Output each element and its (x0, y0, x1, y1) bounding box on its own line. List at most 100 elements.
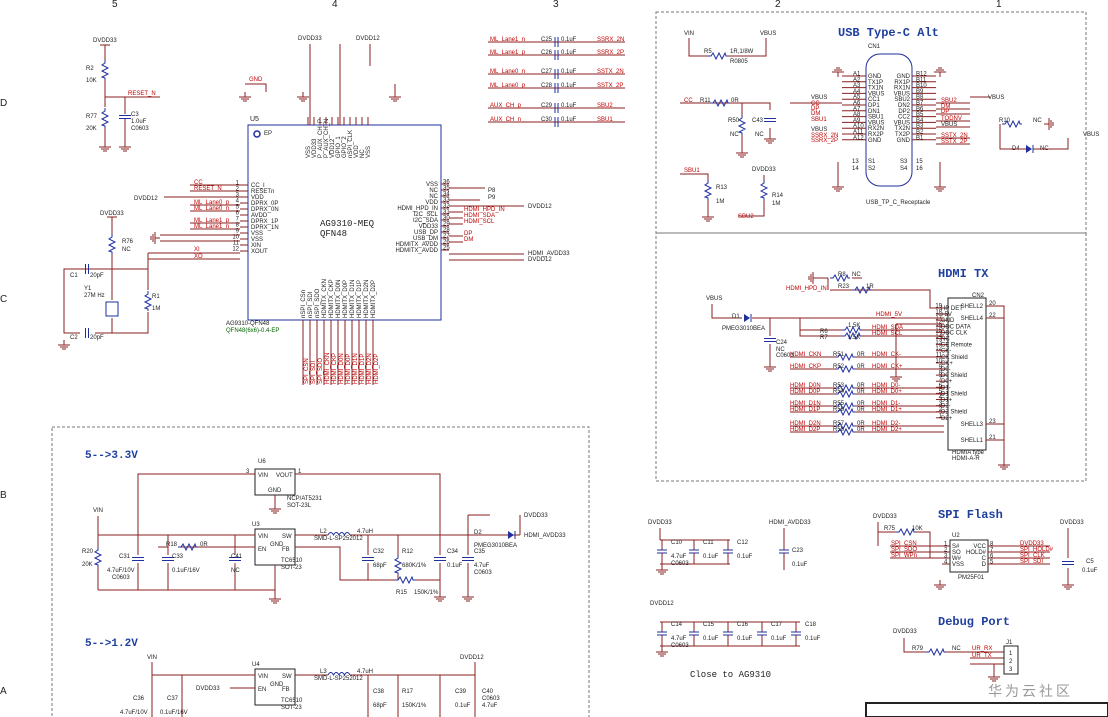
coupling-left-net: ML_Lane1_n (490, 37, 525, 43)
net-dvdd12-a: DVDD12 (528, 204, 552, 210)
hdmi-connector (947, 297, 987, 451)
border-col-3: 3 (553, 0, 559, 10)
net-dvdd12-left: DVDD12 (134, 196, 158, 202)
usbc-left-net-label: DM (811, 111, 820, 117)
c2-ref: C2 (70, 335, 78, 341)
y1-ref: Y1 (84, 286, 92, 292)
hdmi-pin-num: 1 (939, 413, 943, 419)
chip-bottom-pin-label: HDMITX_D2P (371, 280, 377, 318)
decap-ref: C23 (792, 548, 804, 554)
usbc-left-pin-num: A9 (853, 118, 861, 124)
coupling-cap-ref: C25 (541, 37, 553, 43)
r23-ref: R23 (838, 284, 850, 290)
u6-package: SOT-23L (287, 503, 312, 509)
hdmi-pin-label: HP DET (941, 306, 963, 312)
c5-ref: C5 (1086, 559, 1094, 565)
j1-pin-2: 2 (1009, 659, 1013, 665)
hdmi-series-right-net: HDMI_D1- (872, 401, 900, 407)
reg33-vin: VIN (93, 508, 103, 514)
c38-ref: C38 (373, 689, 385, 695)
title-block-edge (865, 702, 1108, 717)
c43-value: NC (755, 132, 764, 138)
chip-bottom-net-label: HDMI_D1P (360, 354, 366, 384)
r15-value: 150K/1% (414, 590, 439, 596)
hdmi-hpd-net: HDMI_HPD_IN (786, 286, 827, 292)
c24-package: C0603 (776, 353, 794, 359)
hdmi-series-left-net: HDMI_D2N (790, 421, 821, 427)
coupling-cap-ref: C26 (541, 50, 553, 56)
chip-bottom-net-label: HDMI_D0N (339, 353, 345, 384)
chip-right-pin-num: 27 (443, 234, 450, 240)
chip-left-pin-label: DPRX_1N (251, 225, 279, 231)
c3-ref: C3 (131, 112, 139, 118)
debug-rx-net: UR_RX (972, 646, 992, 652)
chip-left-pin-num: 9 (236, 229, 240, 235)
buck-u4 (254, 668, 296, 706)
usbc-right-pin-num: B2 (916, 130, 924, 136)
coupling-cap-ref: C28 (541, 83, 553, 89)
l3-ref: L3 (320, 669, 327, 675)
c24-value: NC (776, 347, 785, 353)
hdmi-shell-num: 20 (989, 301, 996, 307)
r15-ref: R15 (396, 590, 408, 596)
hdmi-pin-label: GND (941, 318, 955, 324)
spi-left-net-label: SPI_CSN (891, 541, 917, 547)
c31-package: C0603 (112, 575, 130, 581)
u4-part: TC6510 (281, 698, 303, 704)
j1-ref: J1 (1006, 640, 1013, 646)
chip-right-pin-num: 29 (443, 222, 450, 228)
usbc-left-pin-num: A4 (853, 89, 861, 95)
resistor-r14 (760, 179, 768, 201)
u4-ref: U4 (252, 662, 260, 668)
chip-right-pin-num: 33 (443, 198, 450, 204)
usbc-left-pin-num: A12 (853, 135, 864, 141)
reg12-en-dvdd33: DVDD33 (196, 686, 220, 692)
usbc-left-pin-label: TX1P (868, 80, 883, 86)
reg-3v3-section: 5-->3.3V U6 VIN VOUT GND 3 1 NCP/AT5231 … (82, 450, 566, 604)
c31-value: 4.7uF/10V (107, 568, 135, 574)
chip-right-pin-num: 36 (443, 180, 450, 186)
r6-ref: R6 (820, 329, 828, 335)
u4-pin-sw: SW (282, 674, 292, 680)
usbc-right-net-label: SBU2 (941, 98, 957, 104)
hdmi-pin-label: D2- (941, 404, 951, 410)
chip-left-pin-num: 7 (236, 217, 240, 223)
pin1-marker (253, 130, 261, 138)
hdmi-pin-num: 7 (939, 377, 943, 383)
usbc-vbus-label: VBUS (988, 95, 1004, 101)
hdmi-pin-num: 11 (936, 352, 943, 358)
chip-bottom-net-label: HDMI_CKP (332, 353, 338, 384)
resistor-r50 (738, 114, 746, 136)
c43-ref: C43 (752, 118, 764, 124)
reg33-dvdd33: DVDD33 (524, 513, 548, 519)
hdmi-series-ref: R56 (833, 407, 845, 413)
chip-left-pin-num: 8 (236, 223, 240, 229)
chip-right-pin-label: I2C_SCL (414, 212, 439, 218)
decap-ref: C14 (671, 622, 683, 628)
diode-d4 (1026, 145, 1032, 153)
hdmi-shell-num: 23 (989, 419, 996, 425)
r2-ref: R2 (86, 66, 94, 72)
resistor-r2 (101, 59, 109, 81)
hdmi-series-left-net: HDMI_D1P (790, 407, 820, 413)
u4-pin-gnd: GND (270, 682, 284, 688)
r17-value: 150K/1% (402, 703, 427, 709)
usbc-left-pin-label: SBU1 (868, 115, 884, 121)
usbc-vbus-top: VBUS (760, 31, 776, 37)
top-dvdd33: DVDD33 (298, 36, 322, 42)
spi-left-pin-label: W# (952, 556, 962, 562)
hdmi-pin-label: +5V (941, 312, 952, 318)
main-chip-u5: U5 EP AG9310-MEQ QFN48 AG9310-QFN48 QFN4… (226, 116, 450, 385)
hdmi-series-value: 0R (857, 383, 865, 389)
chip-left-pin-label: RESETn (251, 189, 274, 195)
gnd-symbol (997, 459, 1011, 470)
hdmi-part-b: HDMI-A-R (952, 456, 980, 462)
hdmi-pin-num: 8 (939, 371, 943, 377)
chip-package: QFN48 (320, 229, 347, 239)
coupling-cap-ref: C27 (541, 69, 553, 75)
spi-right-pin-label: VCC (973, 544, 986, 550)
coupling-left-net: AUX_CH_n (490, 117, 521, 123)
usbc-ref: CN1 (868, 44, 881, 50)
hdmi-pin-num: 19 (935, 304, 942, 310)
reg12-vin: VIN (147, 655, 157, 661)
